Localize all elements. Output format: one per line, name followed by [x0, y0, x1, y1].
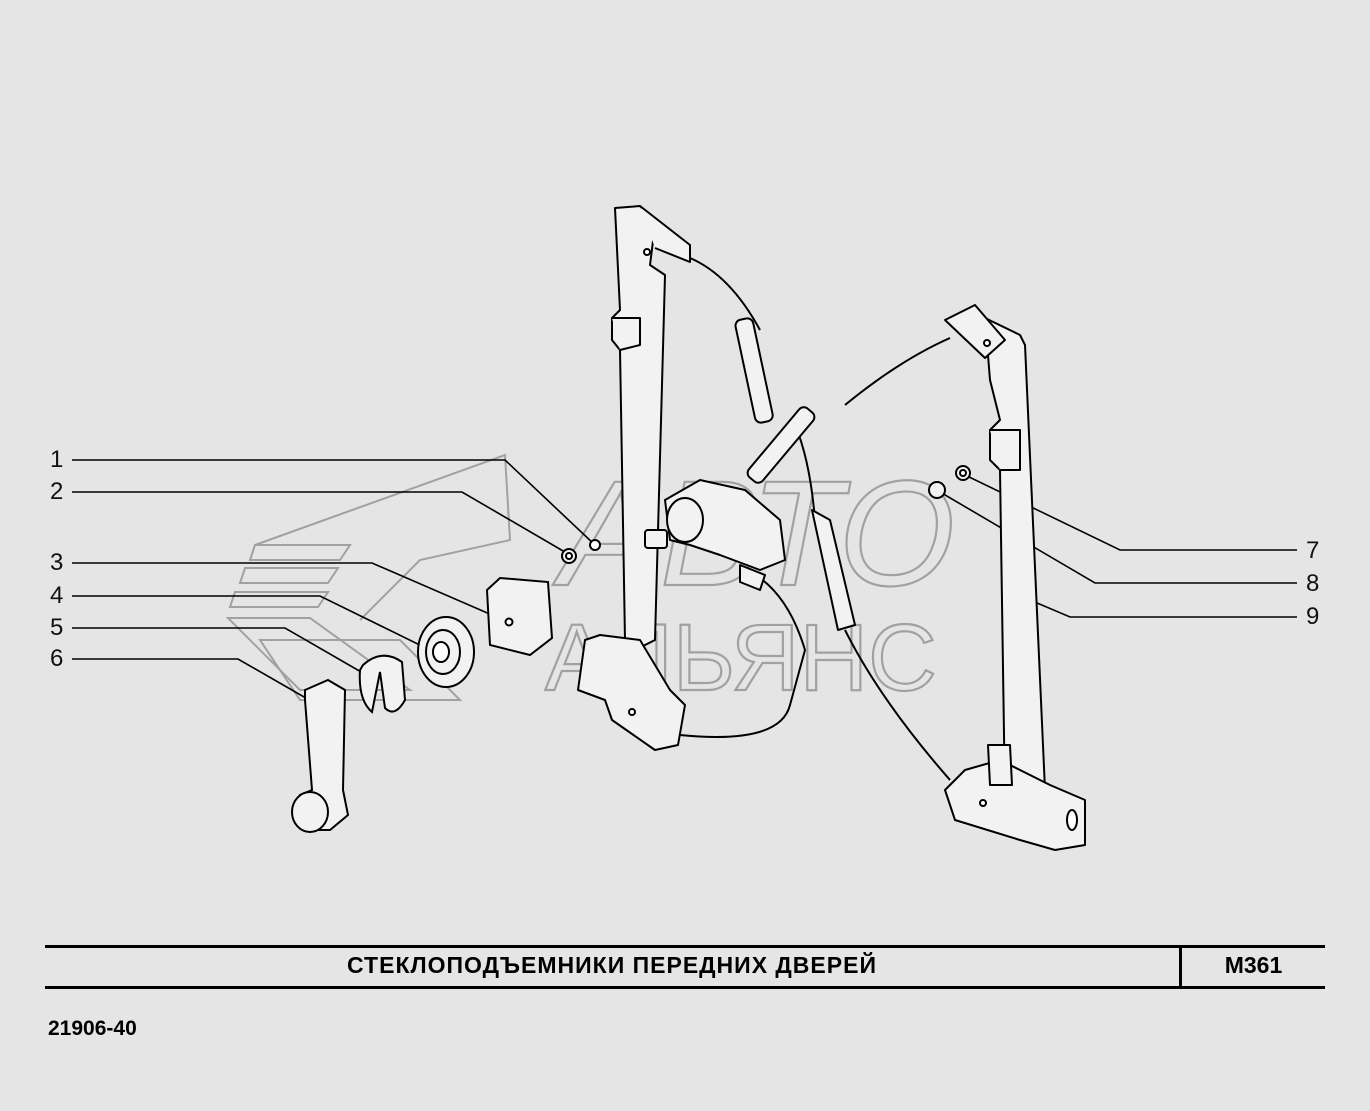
callout-1: 1 — [50, 446, 64, 473]
right-window-regulator — [746, 304, 1086, 851]
title-divider — [1179, 945, 1182, 989]
title-block — [45, 945, 1325, 989]
model-number: 21906-40 — [48, 1017, 137, 1040]
leader-lines — [72, 459, 1297, 706]
callout-9: 9 — [1306, 603, 1320, 630]
diagram-code: M361 — [1224, 952, 1283, 978]
left-window-regulator — [577, 205, 816, 751]
callout-2: 2 — [50, 478, 64, 505]
callout-3: 3 — [50, 549, 64, 576]
small-parts — [291, 465, 971, 833]
callout-4: 4 — [50, 582, 64, 609]
diagram-title: СТЕКЛОПОДЪЕМНИКИ ПЕРЕДНИХ ДВЕРЕЙ — [347, 952, 877, 978]
callout-5: 5 — [50, 614, 64, 641]
callout-8: 8 — [1306, 570, 1320, 597]
callout-7: 7 — [1306, 537, 1320, 564]
callout-6: 6 — [50, 645, 64, 672]
